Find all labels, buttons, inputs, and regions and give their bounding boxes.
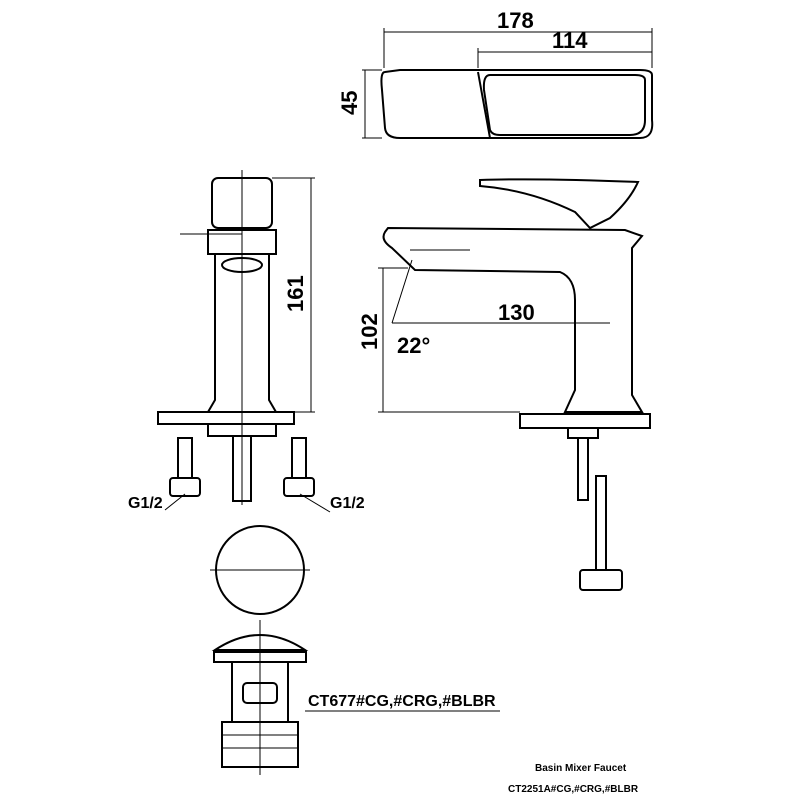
dim-spout-angle: 22° [397,333,430,358]
side-view [157,170,331,513]
product-name: Basin Mixer Faucet [535,763,627,774]
top-view [362,28,654,139]
dim-width-total: 178 [497,8,534,33]
connector-label-left: G1/2 [128,495,163,512]
product-model: CT2251A#CG,#CRG,#BLBR [508,784,639,795]
front-view [378,178,651,591]
dim-depth: 45 [337,91,362,115]
dim-spout-reach: 130 [498,300,535,325]
drain-model-label: CT677#CG,#CRG,#BLBR [308,693,496,710]
drain-view [210,525,500,775]
connector-label-right: G1/2 [330,495,365,512]
dim-height-total: 161 [283,275,308,312]
dim-width-body: 114 [552,28,588,53]
dim-spout-height: 102 [357,313,382,350]
